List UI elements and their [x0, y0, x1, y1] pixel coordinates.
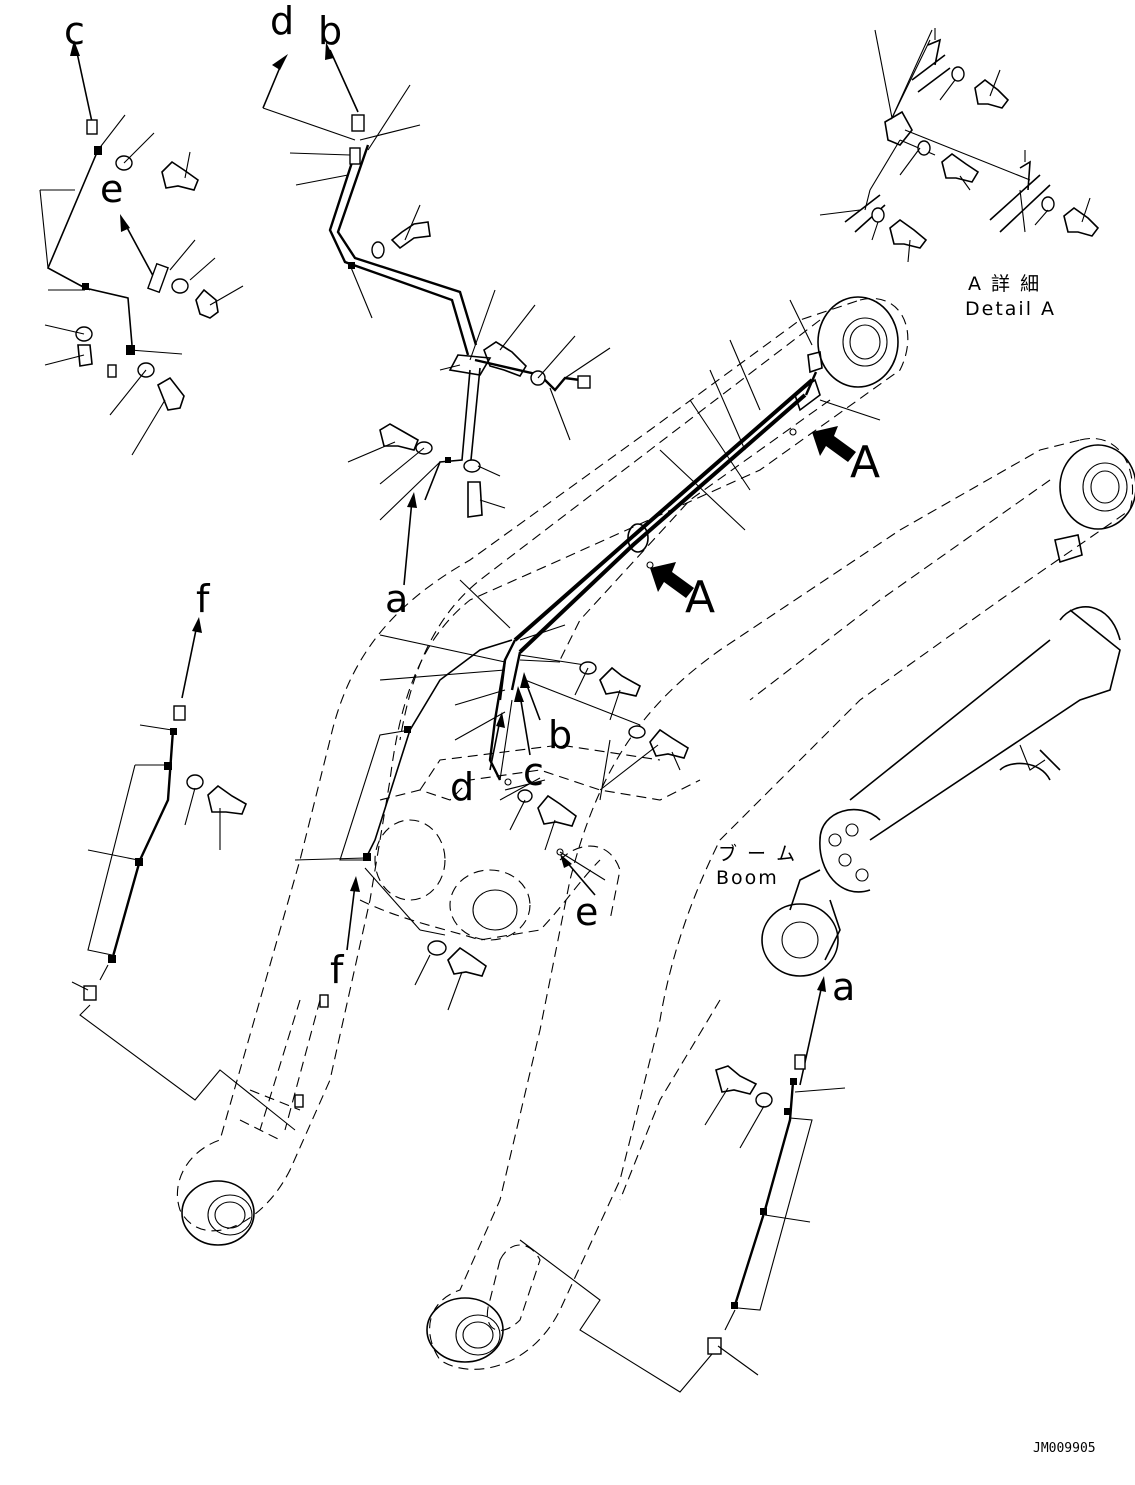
pipe-clamp-fitting — [1054, 534, 1083, 564]
boom-cylinder — [761, 606, 1121, 977]
label-view-a-lower: A — [685, 572, 715, 623]
label-b-center: b — [548, 713, 572, 757]
label-c-center: c — [523, 750, 544, 794]
lower-pipe-run — [339, 639, 513, 861]
label-f-left: f — [196, 577, 211, 621]
center-bolt-2 — [599, 725, 689, 791]
detail-a-view — [819, 28, 1100, 263]
label-a-center: a — [385, 577, 408, 621]
right-boom-foot-pin — [426, 1297, 504, 1363]
right-boom-top-pin — [1059, 444, 1135, 530]
center-bolt-3 — [509, 789, 577, 851]
label-d-top: d — [270, 0, 294, 43]
subassembly-c — [39, 40, 244, 456]
small-fittings — [294, 778, 564, 1108]
label-b-top: b — [318, 9, 342, 53]
center-leader-lines — [294, 299, 881, 936]
boom-label-en: Boom — [716, 867, 779, 889]
lower-bolt — [414, 940, 487, 1011]
view-arrow-a-lower — [650, 562, 694, 598]
subassembly-db — [262, 42, 611, 521]
subassembly-f — [71, 617, 296, 1131]
center-bracket — [359, 744, 701, 941]
right-boom-outline — [429, 437, 1134, 1370]
left-boom-foot-pin — [181, 1180, 255, 1246]
main-hydraulic-pipes — [488, 351, 823, 781]
detail-a-title-jp: A 詳 細 — [968, 273, 1041, 295]
detail-a-title-en: Detail A — [965, 298, 1056, 320]
label-d-center: d — [450, 765, 474, 809]
subassembly-a — [519, 1054, 846, 1393]
label-arrows-center — [346, 492, 826, 1086]
left-boom-top-pin — [817, 296, 899, 388]
left-boom-outline — [176, 297, 909, 1232]
label-view-a-upper: A — [850, 437, 880, 488]
drawing-code: JM009905 — [1033, 1441, 1096, 1456]
label-f-center: f — [330, 948, 345, 992]
label-e-center: e — [575, 890, 598, 934]
label-e-top: e — [100, 167, 123, 211]
label-c-top: c — [64, 9, 85, 53]
boom-label-jp: ブ ー ム — [718, 842, 797, 865]
center-bolt-1 — [574, 661, 642, 721]
label-a-right: a — [832, 965, 855, 1009]
view-arrow-a-upper — [812, 426, 856, 462]
